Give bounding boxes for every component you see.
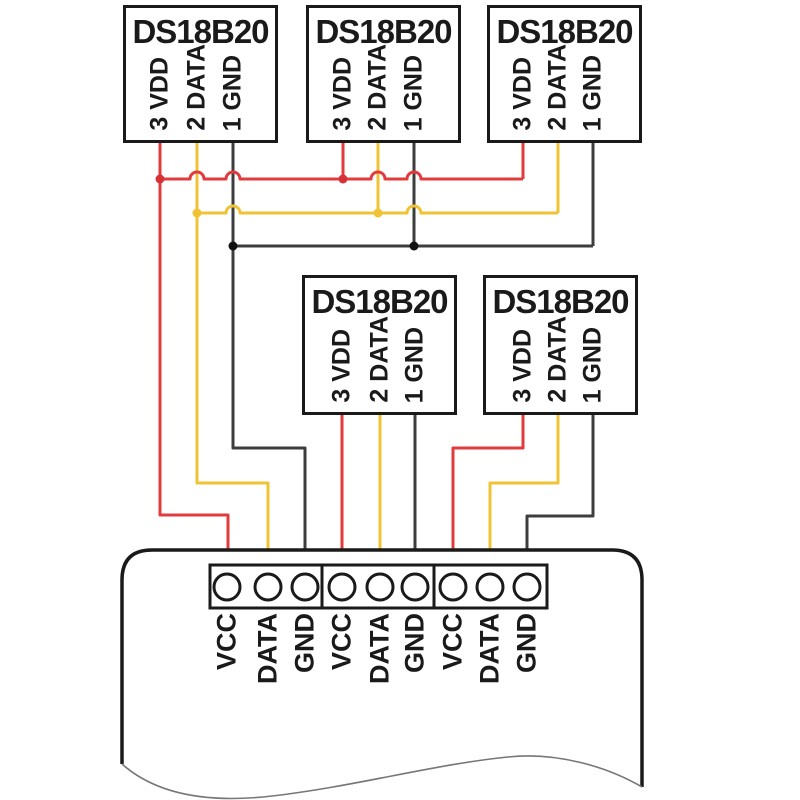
sensor-title: DS18B20 [496, 13, 633, 50]
data-junction-dot [192, 208, 202, 218]
terminal-label-gnd-1: GND [289, 613, 320, 673]
terminal-label-data-3: DATA [474, 613, 505, 684]
pin-label-vdd: 3 VDD [328, 57, 357, 131]
terminal-hole-gnd2 [400, 572, 430, 602]
terminal-hole-gnd1 [290, 572, 320, 602]
pin-label-vdd: 3 VDD [508, 57, 537, 131]
pin-label-gnd: 1 GND [399, 54, 428, 131]
pin-label-data: 2 DATA [543, 316, 572, 403]
pin-label-data: 2 DATA [365, 316, 394, 403]
data-wire-group [192, 141, 560, 552]
sensor-title: DS18B20 [492, 283, 629, 320]
sensor-ds18b20-5: DS18B20 [483, 275, 638, 415]
vdd-bus-wire [160, 170, 523, 181]
data-junction-dot [373, 208, 383, 218]
controller-torn-bottom-edge [121, 755, 643, 800]
gnd-wire-group [228, 141, 595, 552]
gnd-junction-dot [409, 241, 419, 251]
sensor-ds18b20-3: DS18B20 [487, 5, 642, 143]
terminal-strip [208, 563, 549, 610]
sensor-ds18b20-1: DS18B20 [123, 5, 278, 143]
pin-label-data: 2 DATA [543, 44, 572, 131]
pin-label-gnd: 1 GND [218, 54, 247, 131]
vdd-junction-dot [155, 174, 165, 184]
gnd-wire-sensor1-to-terminal [231, 141, 307, 552]
pin-label-vdd: 3 VDD [327, 329, 356, 403]
vdd-wire-group [155, 141, 525, 552]
terminal-hole-vcc1 [212, 572, 242, 602]
terminal-label-data-2: DATA [364, 613, 395, 684]
sensor-ds18b20-2: DS18B20 [306, 5, 461, 143]
sensor-title: DS18B20 [315, 13, 452, 50]
pin-label-gnd: 1 GND [578, 326, 607, 403]
sensor-title: DS18B20 [311, 283, 448, 320]
terminal-label-data-1: DATA [252, 613, 283, 684]
terminal-label-gnd-3: GND [511, 613, 542, 673]
vdd-wire-sensor5-to-terminal [451, 413, 525, 552]
terminal-hole-data1 [253, 572, 283, 602]
terminal-label-gnd-2: GND [399, 613, 430, 673]
sensor-title: DS18B20 [132, 13, 269, 50]
terminal-label-vcc-2: VCC [326, 613, 357, 671]
gnd-wire-sensor5-to-terminal [525, 413, 595, 552]
pin-label-vdd: 3 VDD [145, 57, 174, 131]
vdd-junction-dot [338, 174, 348, 184]
controller-module [120, 548, 644, 800]
pin-label-gnd: 1 GND [578, 54, 607, 131]
terminal-label-vcc-1: VCC [211, 613, 242, 671]
gnd-junction-dot [228, 241, 238, 251]
vdd-wire-sensor1-to-terminal [158, 141, 230, 552]
data-wire-sensor5-to-terminal [488, 413, 560, 552]
terminal-hole-gnd3 [512, 572, 542, 602]
pin-label-vdd: 3 VDD [508, 329, 537, 403]
pin-label-gnd: 1 GND [400, 326, 429, 403]
terminal-hole-vcc2 [327, 572, 357, 602]
pin-label-data: 2 DATA [182, 44, 211, 131]
data-wire-sensor1-to-terminal [195, 141, 270, 552]
terminal-hole-data2 [365, 572, 395, 602]
terminal-hole-vcc3 [438, 572, 468, 602]
sensor-ds18b20-4: DS18B20 [302, 275, 457, 415]
terminal-hole-data3 [475, 572, 505, 602]
terminal-label-vcc-3: VCC [437, 613, 468, 671]
pin-label-data: 2 DATA [363, 44, 392, 131]
data-bus-wire [197, 204, 558, 215]
